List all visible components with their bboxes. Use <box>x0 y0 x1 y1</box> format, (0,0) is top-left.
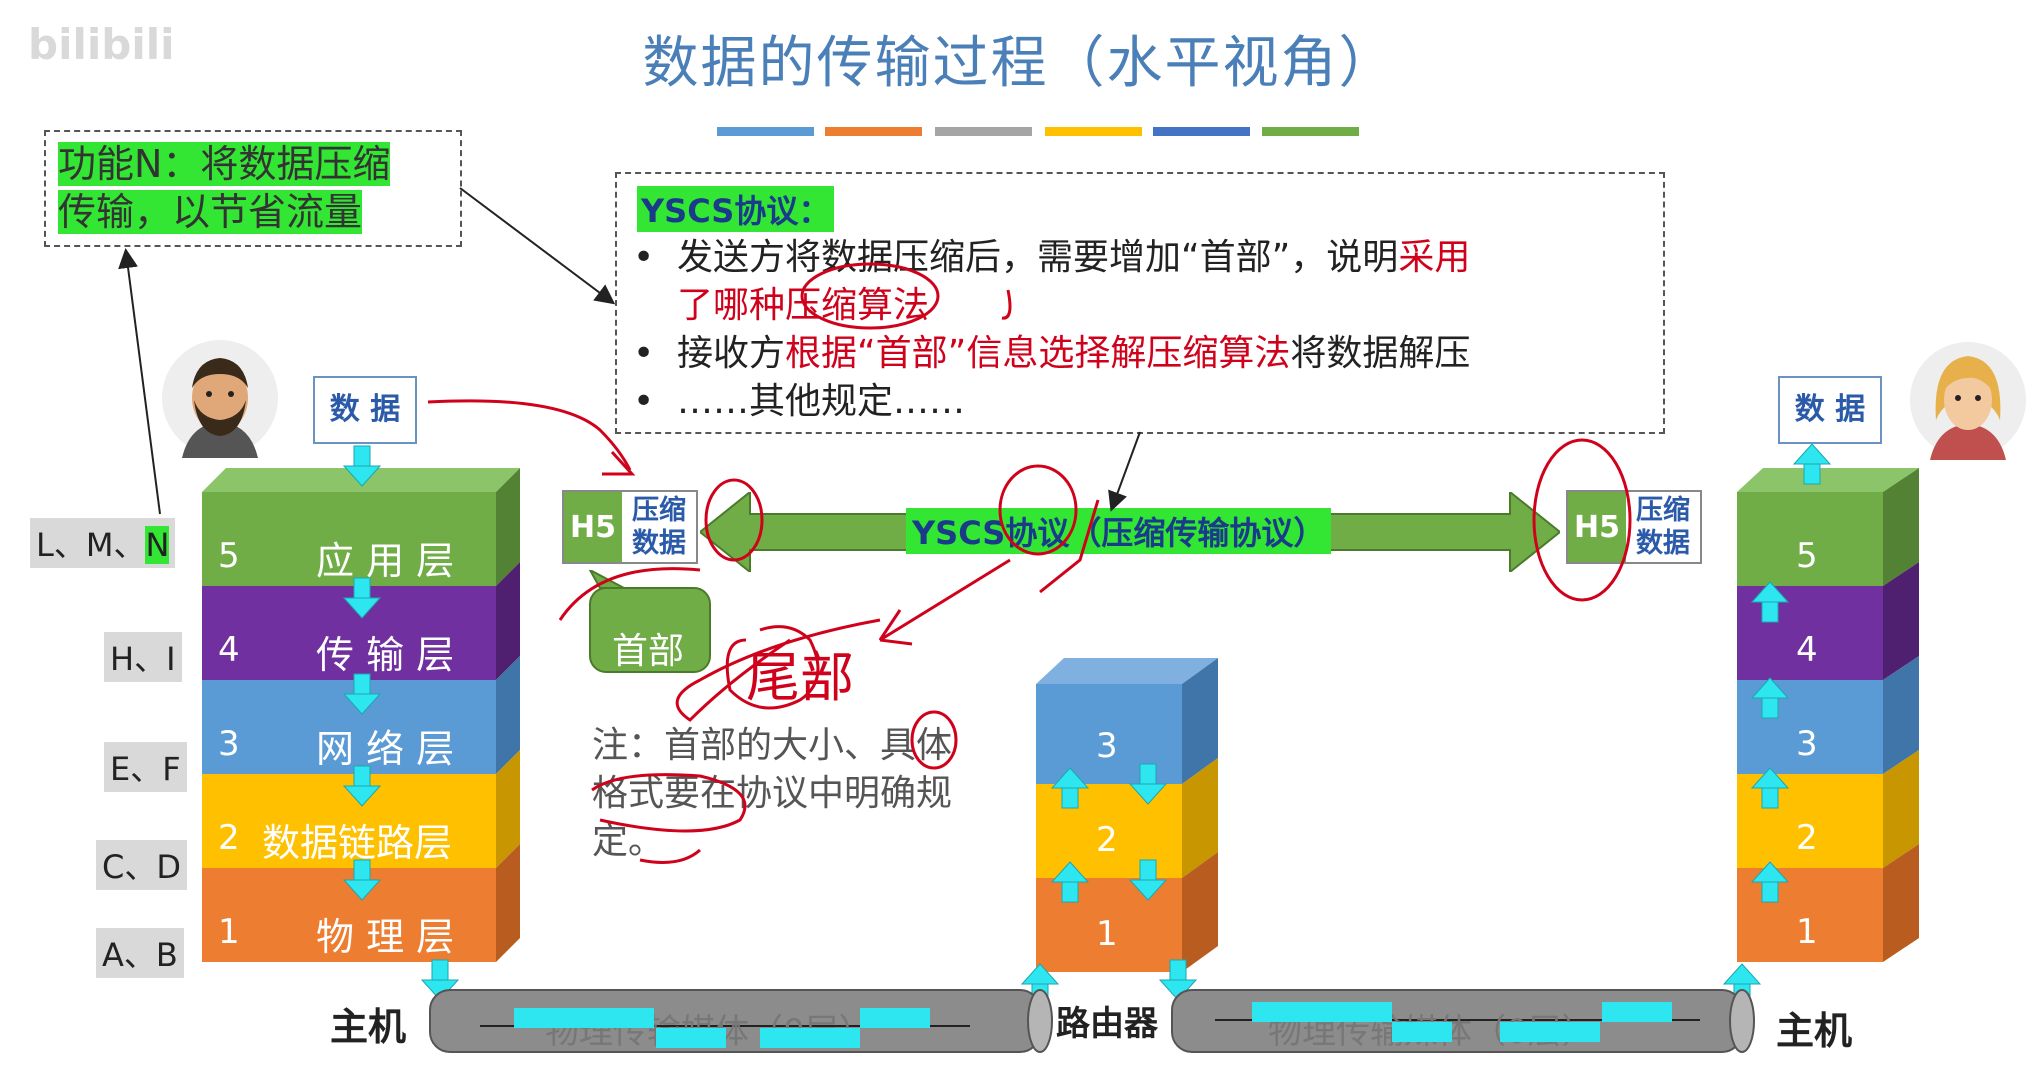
router-layer-2: 2 <box>1096 820 1118 860</box>
right-packet-data: 压缩数据 <box>1626 492 1700 562</box>
bullet-2-text: 接收方 <box>677 333 786 374</box>
bit-block-3 <box>760 1028 860 1048</box>
right-layer-3: 3 <box>1796 724 1818 764</box>
left-layer-5-name: 应 用 层 <box>316 539 455 583</box>
function-line-1: 功能N：将数据压缩 <box>58 142 391 186</box>
router-layer-3: 3 <box>1096 726 1118 766</box>
bit-block-4 <box>860 1008 930 1028</box>
right-stack-3d <box>1737 468 1919 962</box>
color-bar-orange <box>825 127 922 136</box>
watermark: bilibili <box>28 20 175 69</box>
bit-block-7 <box>1500 1022 1600 1042</box>
router-3d <box>1036 658 1218 972</box>
right-layer-4: 4 <box>1796 630 1818 670</box>
right-packet-data-line2: 数据 <box>1636 528 1690 559</box>
right-data-box: 数 据 <box>1778 376 1882 444</box>
protocol-heading: YSCS协议： <box>637 186 835 232</box>
handwriting-tail-text: 尾部 <box>746 646 854 709</box>
page-title: 数据的传输过程（水平视角） <box>642 31 1397 96</box>
protocol-bullet-1: 发送方将数据压缩后，需要增加“首部”，说明采用 了哪种压缩算法 <box>633 234 1663 330</box>
left-layer-3-num: 3 <box>218 724 240 764</box>
router-label: 路由器 <box>1056 1004 1158 1044</box>
bullet-1-text: 发送方将数据压缩后，需要增加“首部”，说明 <box>677 237 1399 278</box>
right-packet: H5 压缩数据 <box>1566 490 1702 564</box>
side-label-network: E、F <box>104 742 187 792</box>
left-layer-1-name: 物 理 层 <box>316 915 455 959</box>
left-layer-4-name: 传 输 层 <box>316 633 455 677</box>
left-packet-header: H5 <box>564 492 622 562</box>
left-layer-2-name: 数据链路层 <box>262 821 453 865</box>
color-bar-green <box>1262 127 1359 136</box>
protocol-bullet-2: 接收方根据“首部”信息选择解压缩算法将数据解压 <box>633 330 1663 378</box>
left-packet-data-line1: 压缩 <box>632 495 686 526</box>
right-layer-2: 2 <box>1796 818 1818 858</box>
router-layer-1: 1 <box>1096 914 1118 954</box>
right-layer-5: 5 <box>1796 536 1818 576</box>
right-layer-1: 1 <box>1796 912 1818 952</box>
color-bar-blue <box>717 127 814 136</box>
male-avatar <box>162 340 278 458</box>
side-label-datalink: C、D <box>96 840 187 890</box>
color-bar-grey <box>935 127 1032 136</box>
left-packet-data-line2: 数据 <box>632 528 686 559</box>
bit-block-8 <box>1602 1002 1672 1022</box>
protocol-bullet-3: ……其他规定…… <box>633 378 1663 426</box>
side-label-lm: L、M、 <box>36 526 146 564</box>
note-text: 注：首部的大小、具体格式要在协议中明确规定。 <box>592 725 953 862</box>
left-layer-4-num: 4 <box>218 630 240 670</box>
left-layer-3-name: 网 络 层 <box>316 727 455 771</box>
side-label-transport: H、I <box>104 632 182 682</box>
left-layer-5-num: 5 <box>218 536 240 576</box>
left-host-label: 主机 <box>330 1005 407 1049</box>
protocol-arrow-label: YSCS协议（压缩传输协议） <box>906 508 1332 554</box>
left-stack-3d <box>202 468 520 962</box>
right-packet-header: H5 <box>1568 492 1626 562</box>
header-callout-text: 首部 <box>612 631 685 672</box>
left-data-box: 数 据 <box>313 376 417 444</box>
side-label-application: L、M、N <box>30 518 176 568</box>
side-label-n: N <box>145 526 170 564</box>
bit-block-6 <box>1392 1022 1452 1042</box>
color-bar-darkblue <box>1153 127 1250 136</box>
bit-block-5 <box>1252 1002 1392 1022</box>
left-packet-data: 压缩数据 <box>622 492 696 562</box>
bit-block-1 <box>514 1008 654 1028</box>
color-bar-yellow <box>1045 127 1142 136</box>
protocol-box: YSCS协议： 发送方将数据压缩后，需要增加“首部”，说明采用 了哪种压缩算法 … <box>615 172 1665 434</box>
bullet-2-end: 将数据解压 <box>1290 333 1471 374</box>
female-avatar <box>1910 342 2026 460</box>
function-box: 功能N：将数据压缩 传输，以节省流量 <box>44 130 462 247</box>
right-packet-data-line1: 压缩 <box>1636 495 1690 526</box>
left-packet: H5 压缩数据 <box>562 490 698 564</box>
bullet-2-red: 根据“首部”信息选择解压缩算法 <box>785 333 1291 374</box>
left-layer-1-num: 1 <box>218 912 240 952</box>
left-layer-2-num: 2 <box>218 818 240 858</box>
side-label-physical: A、B <box>96 928 184 978</box>
bullet-1-red: 采用 <box>1398 237 1471 278</box>
bit-block-2 <box>656 1028 726 1048</box>
right-host-label: 主机 <box>1776 1009 1853 1053</box>
function-line-2: 传输，以节省流量 <box>58 190 363 234</box>
